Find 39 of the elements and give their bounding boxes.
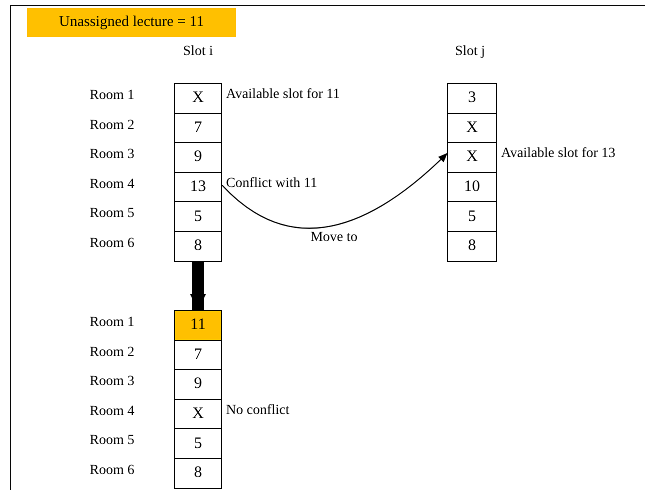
room-label: Room 4 — [90, 176, 134, 193]
slot-cell: 5 — [174, 201, 222, 232]
room-label: Room 2 — [90, 118, 134, 134]
slot-cell: 8 — [174, 458, 222, 489]
room-label: Room 3 — [90, 147, 134, 164]
slot-cell: 7 — [174, 340, 222, 370]
room-label: Room 2 — [90, 344, 134, 361]
annotation-text: Available slot for 13 — [501, 146, 616, 162]
slot-cell: 3 — [447, 83, 497, 114]
room-label: Room 3 — [90, 374, 134, 390]
slot-cell: X — [174, 398, 222, 430]
slot-cell: 5 — [174, 428, 222, 459]
slot-cell: X — [447, 142, 497, 173]
block-arrow — [190, 262, 206, 310]
slot-cell: 5 — [447, 201, 497, 232]
slot-cell: X — [447, 112, 497, 144]
slot-cell: 8 — [174, 231, 222, 262]
slot-cell: 9 — [174, 369, 222, 400]
column-heading: Slot j — [455, 44, 485, 60]
room-label: Room 5 — [90, 433, 134, 450]
curved-arrow — [222, 152, 448, 229]
slot-cell: X — [174, 83, 222, 114]
room-label: Room 6 — [90, 236, 134, 252]
column-heading: Slot i — [183, 44, 213, 60]
room-label: Room 6 — [90, 463, 134, 479]
slot-cell: 11 — [174, 310, 222, 341]
room-label: Room 1 — [90, 315, 134, 331]
slot-cell: 13 — [174, 172, 222, 202]
slot-cell: 8 — [447, 231, 497, 262]
annotation-text: Conflict with 11 — [226, 176, 318, 192]
title-banner: Unassigned lecture = 11 — [27, 8, 236, 37]
room-label: Room 1 — [90, 88, 134, 104]
room-label: Room 4 — [90, 404, 134, 420]
annotation-text: Available slot for 11 — [226, 87, 340, 103]
slot-cell: 10 — [447, 172, 497, 202]
annotation-text: No conflict — [226, 402, 290, 419]
slot-cell: 9 — [174, 142, 222, 173]
room-label: Room 5 — [90, 206, 134, 222]
slot-cell: 7 — [174, 112, 222, 144]
